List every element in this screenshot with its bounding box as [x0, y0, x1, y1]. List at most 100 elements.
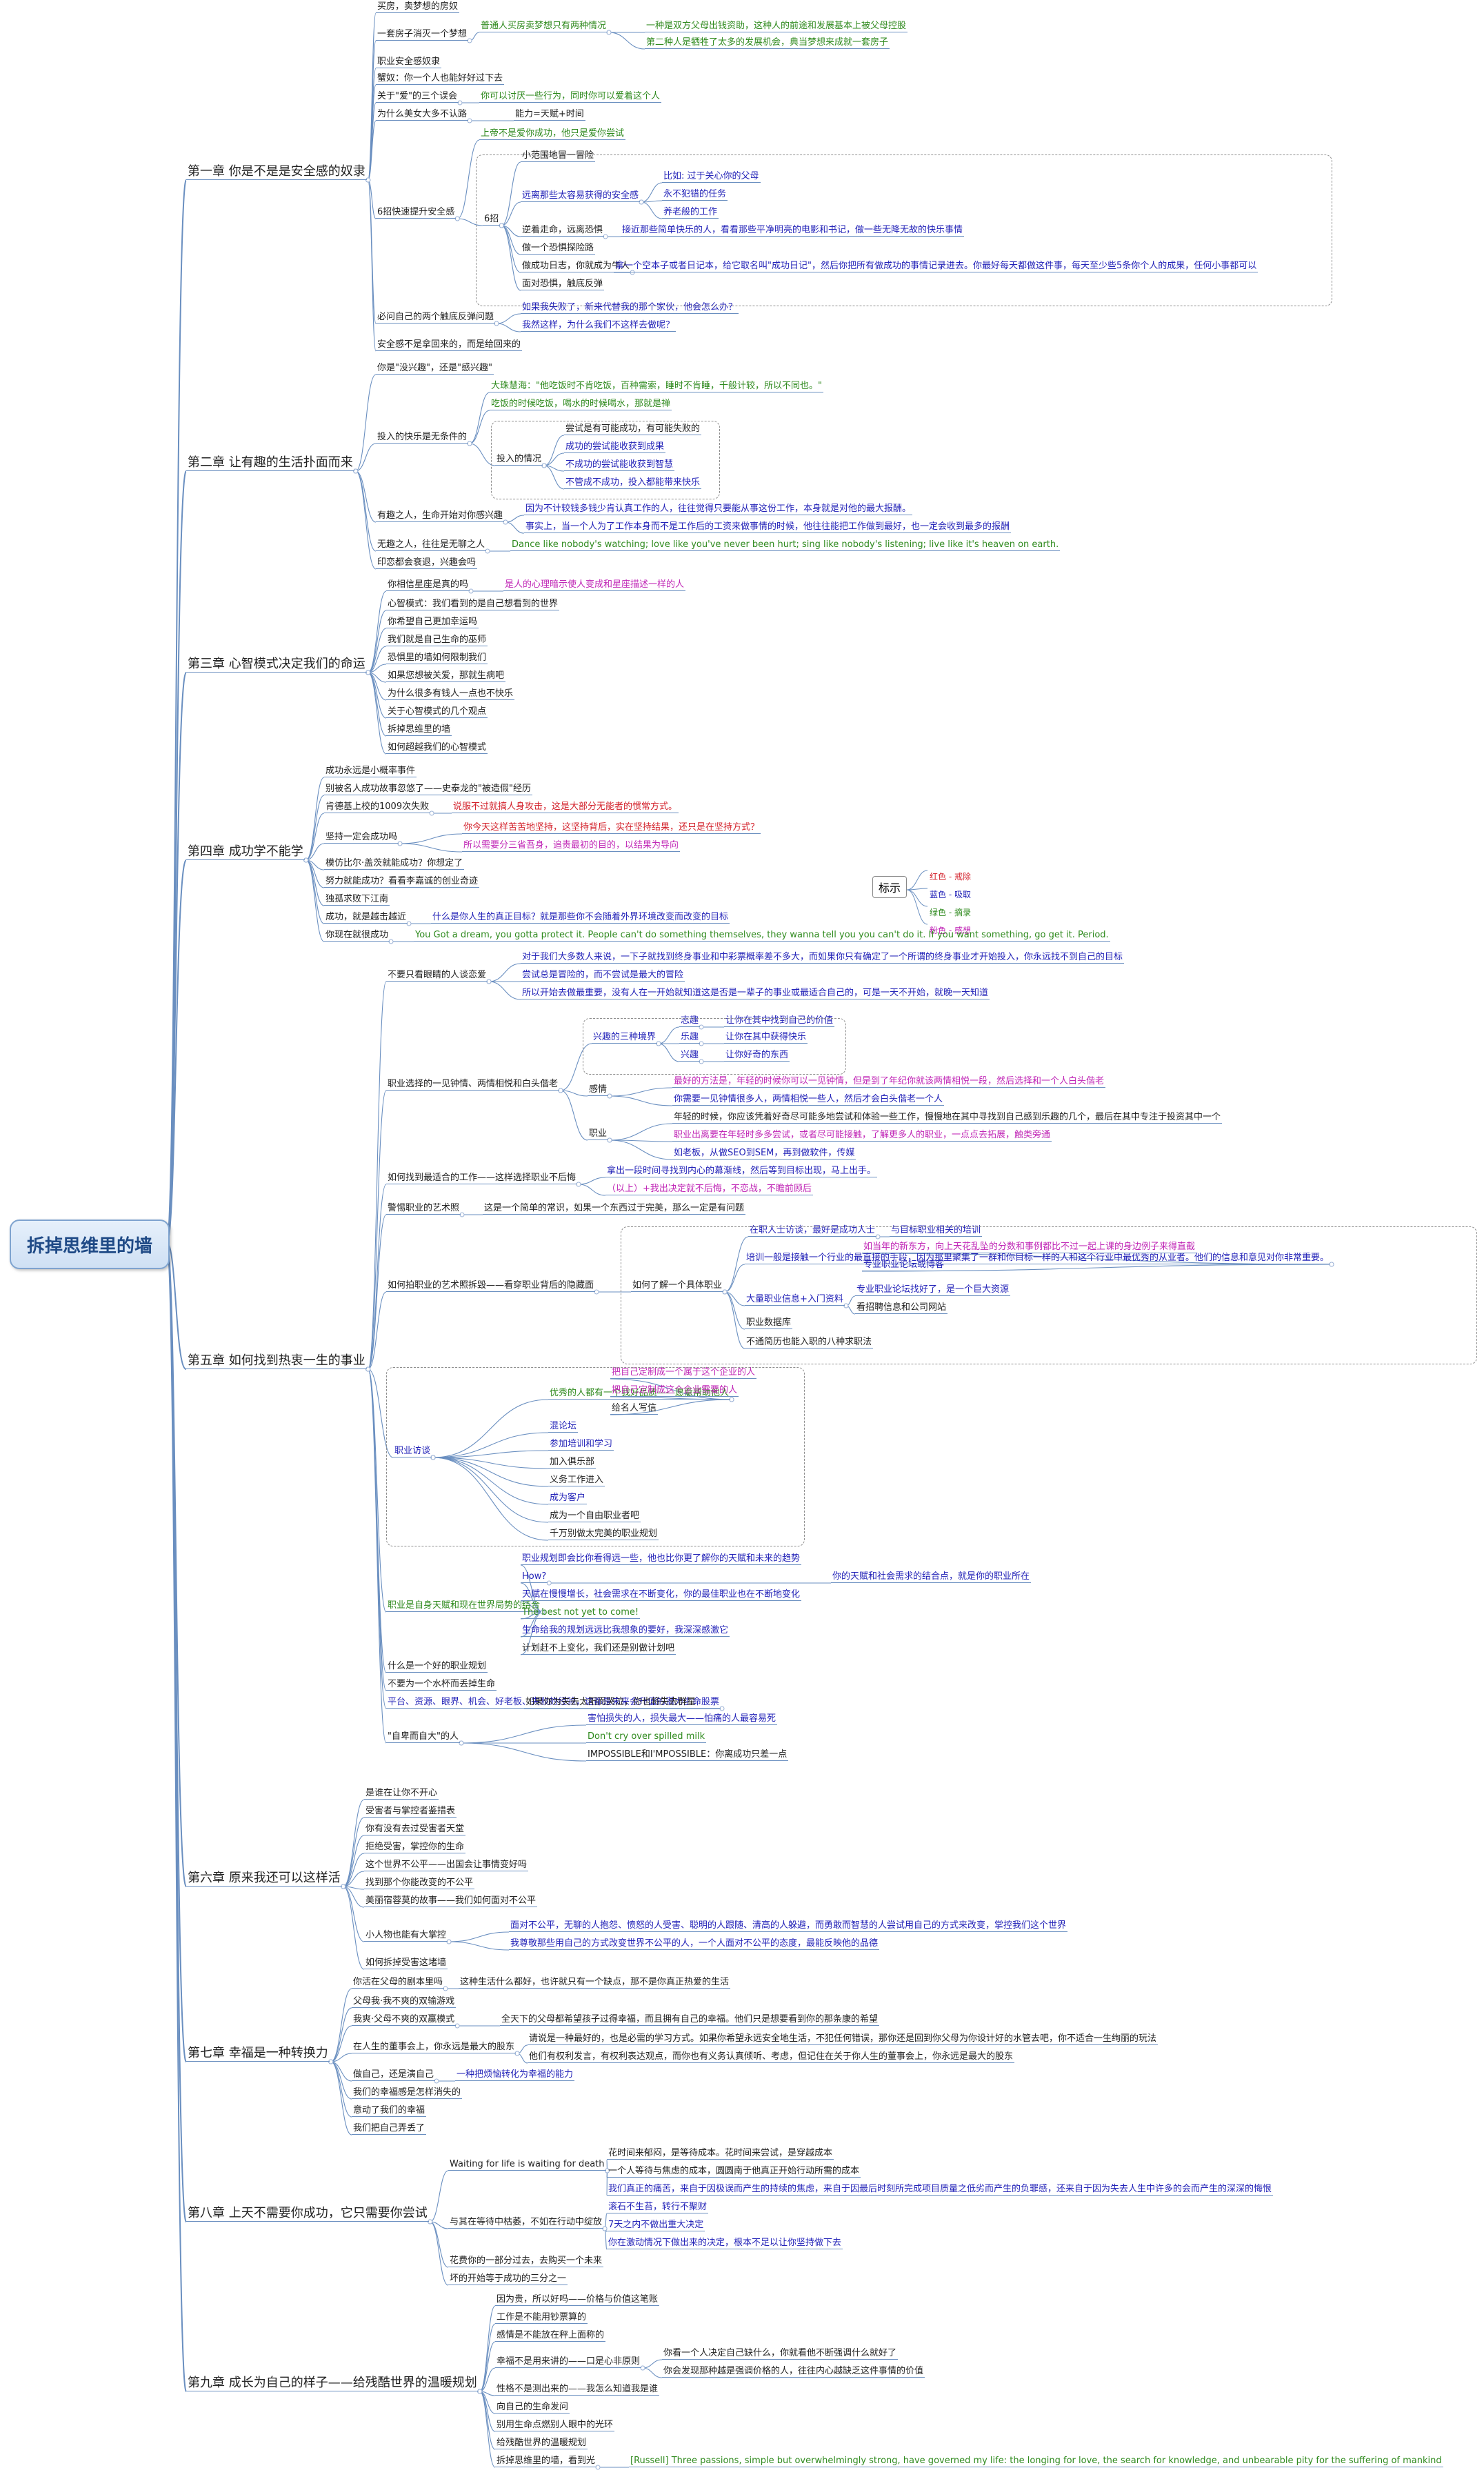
branch-node[interactable]: 投入的快乐是无条件的 [376, 432, 469, 444]
branch-node[interactable]: 说服不过就搞人身攻击，这是大部分无能者的惯常方式。 [452, 802, 679, 813]
branch-node[interactable]: 成功永远是小概率事件 [324, 766, 417, 777]
branch-node[interactable]: 成为一个自由职业者吧 [548, 1511, 641, 1522]
branch-node[interactable]: 如何拆掉受害这堵墙 [364, 1958, 448, 1969]
branch-node[interactable]: 不管成不成功，投入都能带来快乐 [564, 477, 702, 489]
branch-node[interactable]: 与其在等待中枯萎，不如在行动中绽放 [448, 2217, 604, 2229]
branch-node[interactable]: 你活在父母的剧本里吗 [352, 1977, 445, 1989]
branch-node[interactable]: 如老板，从做SEO到SEM，再到做软件，传媒 [672, 1148, 856, 1160]
branch-node[interactable]: 成功，就是越击越近 [324, 912, 408, 924]
branch-node[interactable]: 大珠慧海："他吃饭时不肯吃饭，百种需索，睡时不肯睡，千般计较，所以不同也。" [490, 381, 823, 392]
branch-node[interactable]: 父母我·我不爽的双输游戏 [352, 1996, 457, 2008]
branch-node[interactable]: 职业选择的一见钟情、两情相悦和白头偕老 [386, 1079, 560, 1091]
chapter-5[interactable]: 第五章 如何找到热衷一生的事业 [186, 1353, 367, 1369]
branch-node[interactable]: 第二种人是牺牲了太多的发展机会，典当梦想来成就一套房子 [645, 37, 890, 49]
branch-node[interactable]: 职业数据库 [745, 1317, 793, 1329]
branch-node[interactable]: 他们有权利发言，有权利表达观点，而你也有义务认真倾听、考虑，但记住在关于你人生的… [528, 2051, 1015, 2063]
chapter-3[interactable]: 第三章 心智模式决定我们的命运 [186, 657, 367, 673]
branch-node[interactable]: 是谁在让你不开心 [364, 1788, 439, 1800]
branch-node[interactable]: 成为客户 [548, 1493, 588, 1504]
branch-node[interactable]: [Russell] Three passions, simple but ove… [629, 2456, 1443, 2467]
branch-node[interactable]: 永不犯错的任务 [662, 189, 728, 201]
branch-node[interactable]: 如果您想被关爱，那就生病吧 [386, 670, 506, 682]
branch-node[interactable]: 千万别做太完美的职业规划 [548, 1529, 659, 1540]
branch-node[interactable]: 我然这样，为什么我们不这样去做呢？ [521, 320, 676, 332]
branch-node[interactable]: 职业出离要在年轻时多多尝试，或者尽可能接触，了解更多人的职业，一点点去拓展，触类… [672, 1130, 1052, 1142]
branch-node[interactable]: 把自己定制成一个属于这个企业的人 [610, 1367, 757, 1379]
branch-node[interactable]: 我们真正的痛苦，来自于因极误而产生的持续的焦虑，来自于因最后时刻所完成项目质量之… [607, 2184, 1274, 2196]
branch-node[interactable]: 你相信星座是真的吗 [386, 579, 470, 591]
branch-node[interactable]: The best not yet to come! [521, 1607, 641, 1619]
chapter-7[interactable]: 第七章 幸福是一种转换力 [186, 2046, 330, 2062]
branch-node[interactable]: 你的天赋和社会需求的结合点，就是你的职业所在 [831, 1571, 1032, 1583]
branch-node[interactable]: 把自己定制成这个企业需要的人 [610, 1385, 739, 1397]
branch-node[interactable]: 为什么很多有钱人一点也不快乐 [386, 688, 515, 700]
branch-node[interactable]: 拒绝受害，掌控你的生命 [364, 1842, 466, 1853]
branch-node[interactable]: 兴趣 [679, 1050, 701, 1062]
branch-node[interactable]: 花时间来郁闷，是等待成本。花时间来尝试，是穿越成本 [607, 2148, 834, 2160]
branch-node[interactable]: 比如: 过于关心你的父母 [662, 171, 761, 183]
branch-node[interactable]: 因为贵，所以好吗——价格与价值这笔账 [495, 2294, 660, 2306]
branch-node[interactable]: 拆掉思维里的墙，看到光 [495, 2456, 597, 2467]
branch-node[interactable]: 事实上，当一个人为了工作本身而不是工作后的工资来做事情的时候，他往往能把工作做到… [524, 521, 1012, 533]
branch-node[interactable]: 不成功的尝试能收获到智慧 [564, 459, 675, 471]
branch-node[interactable]: 幸福不是用来讲的——口是心非原则 [495, 2356, 642, 2368]
branch-node[interactable]: 无趣之人，往往是无聊之人 [376, 539, 487, 551]
branch-node[interactable]: 受害者与掌控者鉴措表 [364, 1806, 457, 1818]
branch-node[interactable]: 花费你的一部分过去，去购买一个未来 [448, 2256, 604, 2267]
branch-node[interactable]: 买房，卖梦想的房奴 [376, 1, 460, 13]
branch-node[interactable]: 你可以讨厌一些行为，同时你可以爱着这个人 [479, 91, 662, 103]
branch-node[interactable]: 小范围地冒一冒险 [521, 150, 596, 162]
branch-node[interactable]: 如当年的新东方，向上天花乱坠的分数和事例都比不过一起上课的身边例子来得直截 [862, 1242, 1197, 1253]
branch-node[interactable]: 你希望自己更加幸运吗 [386, 617, 479, 628]
branch-node[interactable]: 让你在其中获得快乐 [724, 1032, 808, 1044]
branch-node[interactable]: 因为不计较钱多钱少肯认真工作的人，往往觉得只要能从事这份工作，本身就是对他的最大… [524, 504, 913, 515]
branch-node[interactable]: 乐趣 [679, 1032, 701, 1044]
branch-node[interactable]: 成功的尝试能收获到成果 [564, 441, 666, 453]
branch-node[interactable]: 是人的心理暗示使人变成和星座描述一样的人 [503, 579, 686, 591]
branch-node[interactable]: 别用生命点燃别人眼中的光环 [495, 2420, 615, 2431]
branch-node[interactable]: 感情 [588, 1084, 609, 1096]
branch-node[interactable]: 一个人等待与焦虑的成本，圆圆南于他真正开始行动所需的成本 [607, 2166, 861, 2178]
branch-node[interactable]: 优秀的人都有一个我好品质——愿意帮助他人 [548, 1388, 731, 1400]
branch-node[interactable]: 小人物也能有大掌控 [364, 1930, 448, 1942]
branch-node[interactable]: 安全感不是拿回来的，而是给回来的 [376, 339, 523, 351]
branch-node[interactable]: How? [521, 1571, 548, 1583]
branch-node[interactable]: 做自己，还是演自己 [352, 2069, 436, 2081]
branch-node[interactable]: 6招 [483, 214, 501, 226]
branch-node[interactable]: 天赋在慢慢增长，社会需求在不断变化，你的最佳职业也在不断地变化 [521, 1589, 802, 1601]
branch-node[interactable]: 6招快速提升安全感 [376, 207, 457, 219]
branch-node[interactable]: 义务工作进入 [548, 1475, 605, 1486]
branch-node[interactable]: IMPOSSIBLE和I'MPOSSIBLE：你离成功只差一点 [586, 1749, 789, 1761]
branch-node[interactable]: 我爽·父母不爽的双赢模式 [352, 2014, 457, 2026]
chapter-8[interactable]: 第八章 上天不需要你成功，它只需要你尝试 [186, 2206, 429, 2222]
branch-node[interactable]: 与目标职业相关的培训 [890, 1225, 983, 1237]
branch-node[interactable]: 专业职业论坛找好了，是一个巨大资源 [855, 1284, 1011, 1296]
branch-node[interactable]: 生命给我的规划远远比我想象的要好，我深深感激它 [521, 1625, 730, 1637]
branch-node[interactable]: 你是"没兴趣"，还是"感兴趣" [376, 363, 494, 375]
branch-node[interactable]: 专业职业论坛或博客 [862, 1260, 946, 1271]
branch-node[interactable]: 给残酷世界的温暖规划 [495, 2438, 588, 2449]
branch-node[interactable]: 在职人士访谈，最好是成功人士 [748, 1225, 877, 1237]
branch-node[interactable]: Dance like nobody's watching; love like … [510, 539, 1061, 551]
branch-node[interactable]: 7天之内不做出重大决定 [607, 2220, 705, 2231]
branch-node[interactable]: Don't cry over spilled milk [586, 1731, 707, 1743]
branch-node[interactable]: 尝试总是冒险的，而不尝试是最大的冒险 [521, 970, 685, 982]
branch-node[interactable]: 我们就是自己生命的巫师 [386, 635, 488, 646]
branch-node[interactable]: 如何了解一个具体职业 [631, 1280, 724, 1292]
branch-node[interactable]: 拆掉思维里的墙 [386, 724, 452, 736]
branch-node[interactable]: 关于心智模式的几个观点 [386, 706, 488, 718]
branch-node[interactable]: 我尊敬那些用自己的方式改变世界不公平的人，一个人面对不公平的态度，最能反映他的品… [509, 1938, 880, 1950]
branch-node[interactable]: 努力就能成功？看看李嘉诚的创业奇迹 [324, 876, 480, 888]
branch-node[interactable]: 职业规划即会比你看得远一些，他也比你更了解你的天赋和未来的趋势 [521, 1553, 802, 1565]
branch-node[interactable]: 警惕职业的艺术照 [386, 1203, 461, 1215]
branch-node[interactable]: 尝试是有可能成功，有可能失败的 [564, 424, 702, 435]
branch-node[interactable]: 培训一般是接触一个行业的最直接的手段，因为那里聚集了一群和你目标一样的人和这个行… [745, 1253, 1331, 1264]
branch-node[interactable]: 工作是不能用钞票算的 [495, 2312, 588, 2324]
branch-node[interactable]: 如何超越我们的心智模式 [386, 742, 488, 754]
branch-node[interactable]: 加入俱乐部 [548, 1457, 596, 1469]
branch-node[interactable]: 请说是一种最好的，也是必需的学习方式。如果你希望永远安全地生活，不犯任何错误，那… [528, 2033, 1159, 2045]
branch-node[interactable]: 感情是不能放在秤上面称的 [495, 2330, 606, 2342]
branch-node[interactable]: 不要为一个水杯而丢掉生命 [386, 1679, 497, 1691]
branch-node[interactable]: 职业 [588, 1128, 609, 1140]
branch-node[interactable]: 面对不公平，无聊的人抱怨、愤怒的人受害、聪明的人跟随、清高的人躲避，而勇敢而智慧… [509, 1920, 1068, 1932]
